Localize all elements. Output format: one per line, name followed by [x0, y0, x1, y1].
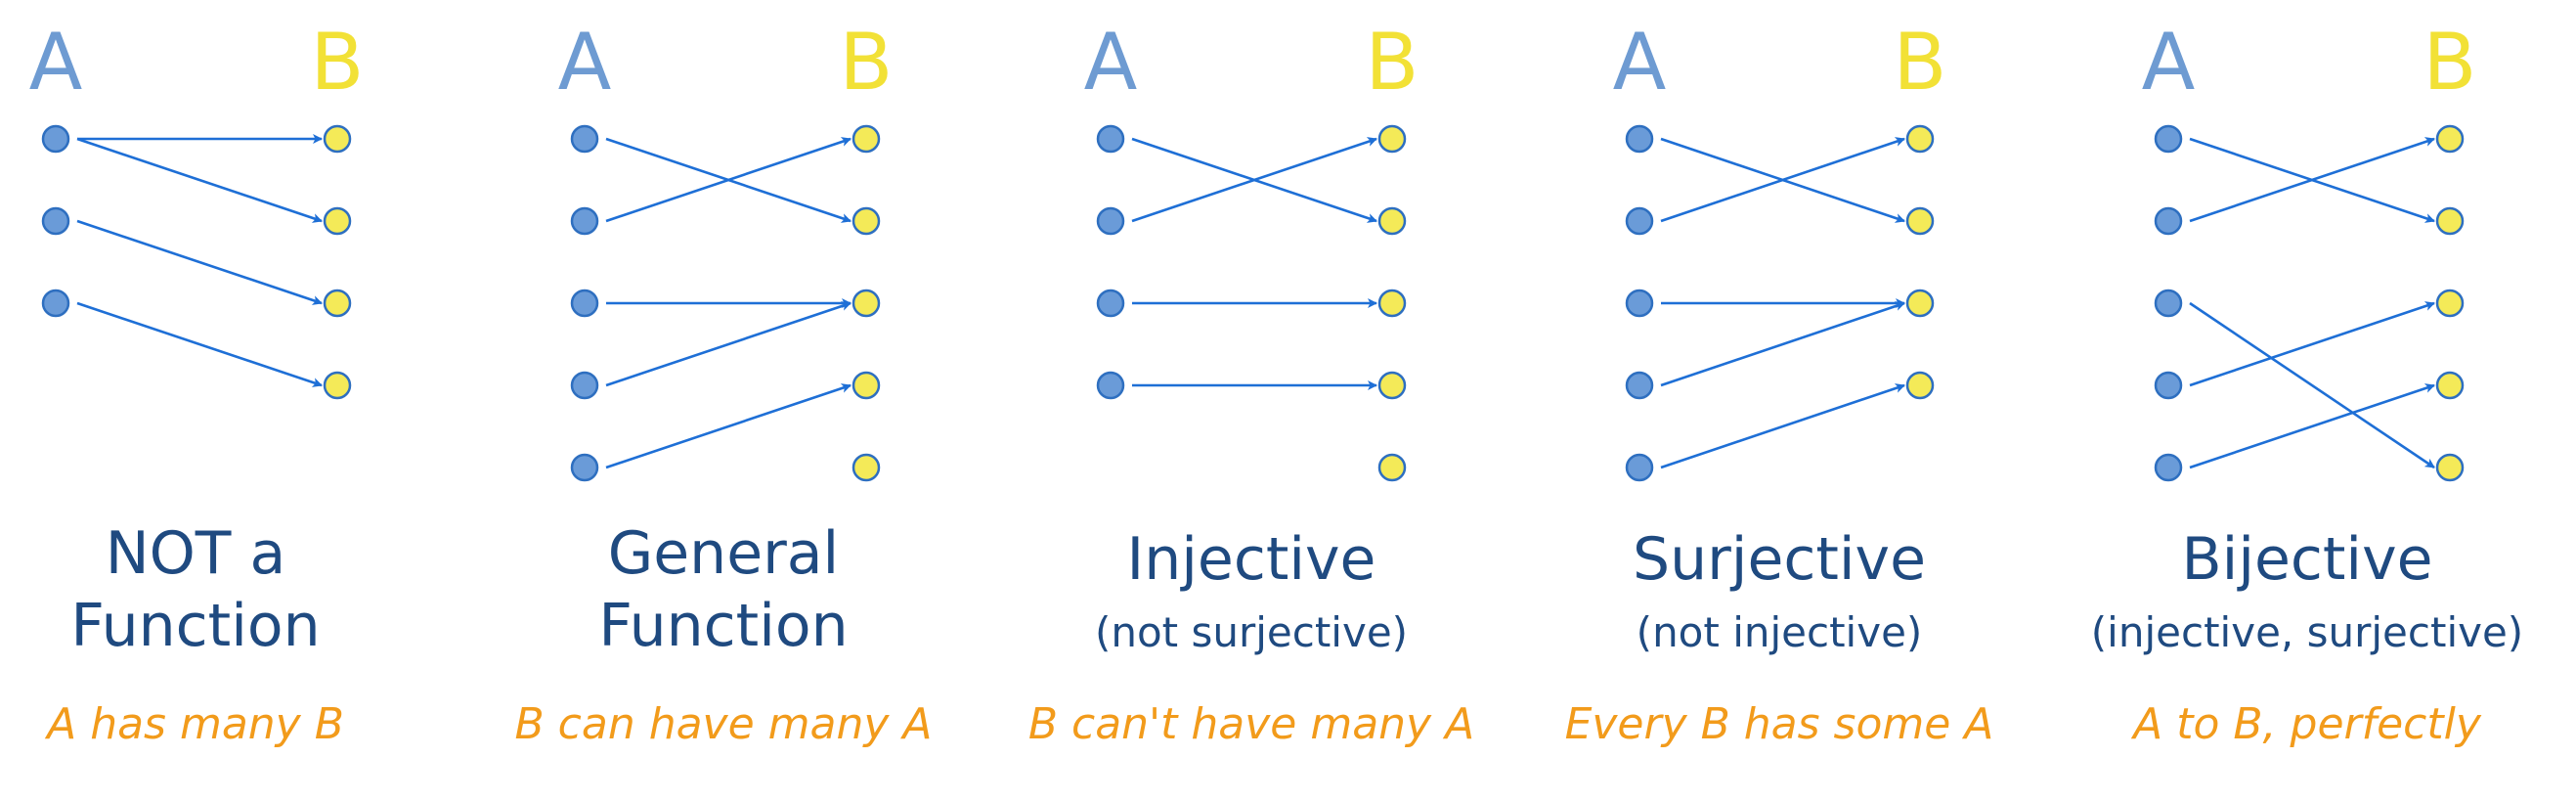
a-element-dot	[1096, 124, 1125, 154]
panel-caption: A to B, perfectly	[2133, 699, 2481, 749]
a-element-dot	[2154, 289, 2183, 318]
panel-title-line-2: Function	[70, 592, 321, 660]
b-element-dot	[851, 371, 881, 400]
b-element-dot	[323, 206, 352, 236]
mapping-arrow	[1660, 301, 1905, 387]
b-element-dot	[851, 289, 881, 318]
set-label-a: A	[28, 17, 83, 108]
mapping-arrow	[2189, 301, 2435, 469]
panel-subtitle: (not injective)	[1636, 608, 1923, 656]
panel-caption: Every B has some A	[1564, 699, 1994, 749]
a-element-dot	[1625, 453, 1654, 482]
b-element-dot	[2435, 289, 2465, 318]
a-element-dot	[2154, 453, 2183, 482]
b-element-dot	[1905, 124, 1935, 154]
b-element-dot	[851, 124, 881, 154]
panel-caption: B can have many A	[514, 699, 933, 749]
set-label-b: B	[1365, 17, 1419, 108]
b-element-dot	[2435, 124, 2465, 154]
panel-subtitle: (not surjective)	[1094, 608, 1409, 656]
panel-3-mapping	[1096, 124, 1407, 482]
set-label-b: B	[1893, 17, 1947, 108]
a-element-dot	[1625, 289, 1654, 318]
b-element-dot	[1377, 206, 1407, 236]
a-element-dot	[2154, 124, 2183, 154]
b-element-dot	[323, 124, 352, 154]
b-element-dot	[2435, 371, 2465, 400]
b-element-dot	[851, 453, 881, 482]
a-element-dot	[570, 371, 599, 400]
b-element-dot	[1377, 371, 1407, 400]
mapping-arrow	[76, 219, 323, 305]
panel-2-mapping	[570, 124, 881, 482]
b-element-dot	[323, 289, 352, 318]
set-label-a: A	[557, 17, 612, 108]
b-element-dot	[1905, 206, 1935, 236]
panel-title-line-1: General	[607, 519, 840, 588]
set-label-b: B	[2423, 17, 2477, 108]
mapping-arrow	[1131, 137, 1377, 223]
b-element-dot	[2435, 206, 2465, 236]
b-element-dot	[323, 371, 352, 400]
panel-4-mapping	[1625, 124, 1935, 482]
panel-caption: B can't have many A	[1027, 699, 1475, 749]
a-element-dot	[1625, 206, 1654, 236]
mapping-arrow	[1660, 137, 1905, 223]
set-label-b: B	[839, 17, 894, 108]
b-element-dot	[1377, 289, 1407, 318]
mapping-arrow	[605, 301, 851, 387]
panel-title-line-1: NOT a	[105, 519, 286, 588]
a-element-dot	[1096, 289, 1125, 318]
b-element-dot	[1377, 453, 1407, 482]
panel-subtitle: (injective, surjective)	[2090, 608, 2524, 656]
a-element-dot	[570, 289, 599, 318]
set-label-a: A	[1083, 17, 1138, 108]
a-element-dot	[1625, 124, 1654, 154]
a-element-dot	[1096, 371, 1125, 400]
a-element-dot	[41, 124, 70, 154]
a-element-dot	[1625, 371, 1654, 400]
mapping-arrow	[2189, 301, 2435, 387]
b-element-dot	[851, 206, 881, 236]
a-element-dot	[2154, 206, 2183, 236]
mapping-arrow	[605, 383, 851, 469]
panel-title-line-2: Function	[598, 592, 849, 660]
b-element-dot	[1905, 371, 1935, 400]
set-label-b: B	[310, 17, 365, 108]
panel-title: Injective	[1126, 525, 1376, 594]
a-element-dot	[570, 453, 599, 482]
panel-1-mapping	[41, 124, 352, 400]
mapping-arrow	[2189, 137, 2435, 223]
b-element-dot	[1377, 124, 1407, 154]
a-element-dot	[2154, 371, 2183, 400]
panel-title: Surjective	[1633, 525, 1926, 594]
mapping-arrow	[2189, 383, 2435, 469]
mapping-arrow	[76, 301, 323, 387]
panel-title: Bijective	[2181, 525, 2433, 594]
set-label-a: A	[2141, 17, 2196, 108]
panel-5-mapping	[2154, 124, 2465, 482]
mapping-arrow	[605, 137, 851, 223]
a-element-dot	[1096, 206, 1125, 236]
set-label-a: A	[1612, 17, 1667, 108]
b-element-dot	[1905, 289, 1935, 318]
a-element-dot	[41, 206, 70, 236]
b-element-dot	[2435, 453, 2465, 482]
mapping-arrow	[76, 137, 323, 223]
mapping-arrow	[1660, 383, 1905, 469]
panel-caption: A has many B	[47, 699, 344, 749]
a-element-dot	[570, 124, 599, 154]
a-element-dot	[570, 206, 599, 236]
a-element-dot	[41, 289, 70, 318]
